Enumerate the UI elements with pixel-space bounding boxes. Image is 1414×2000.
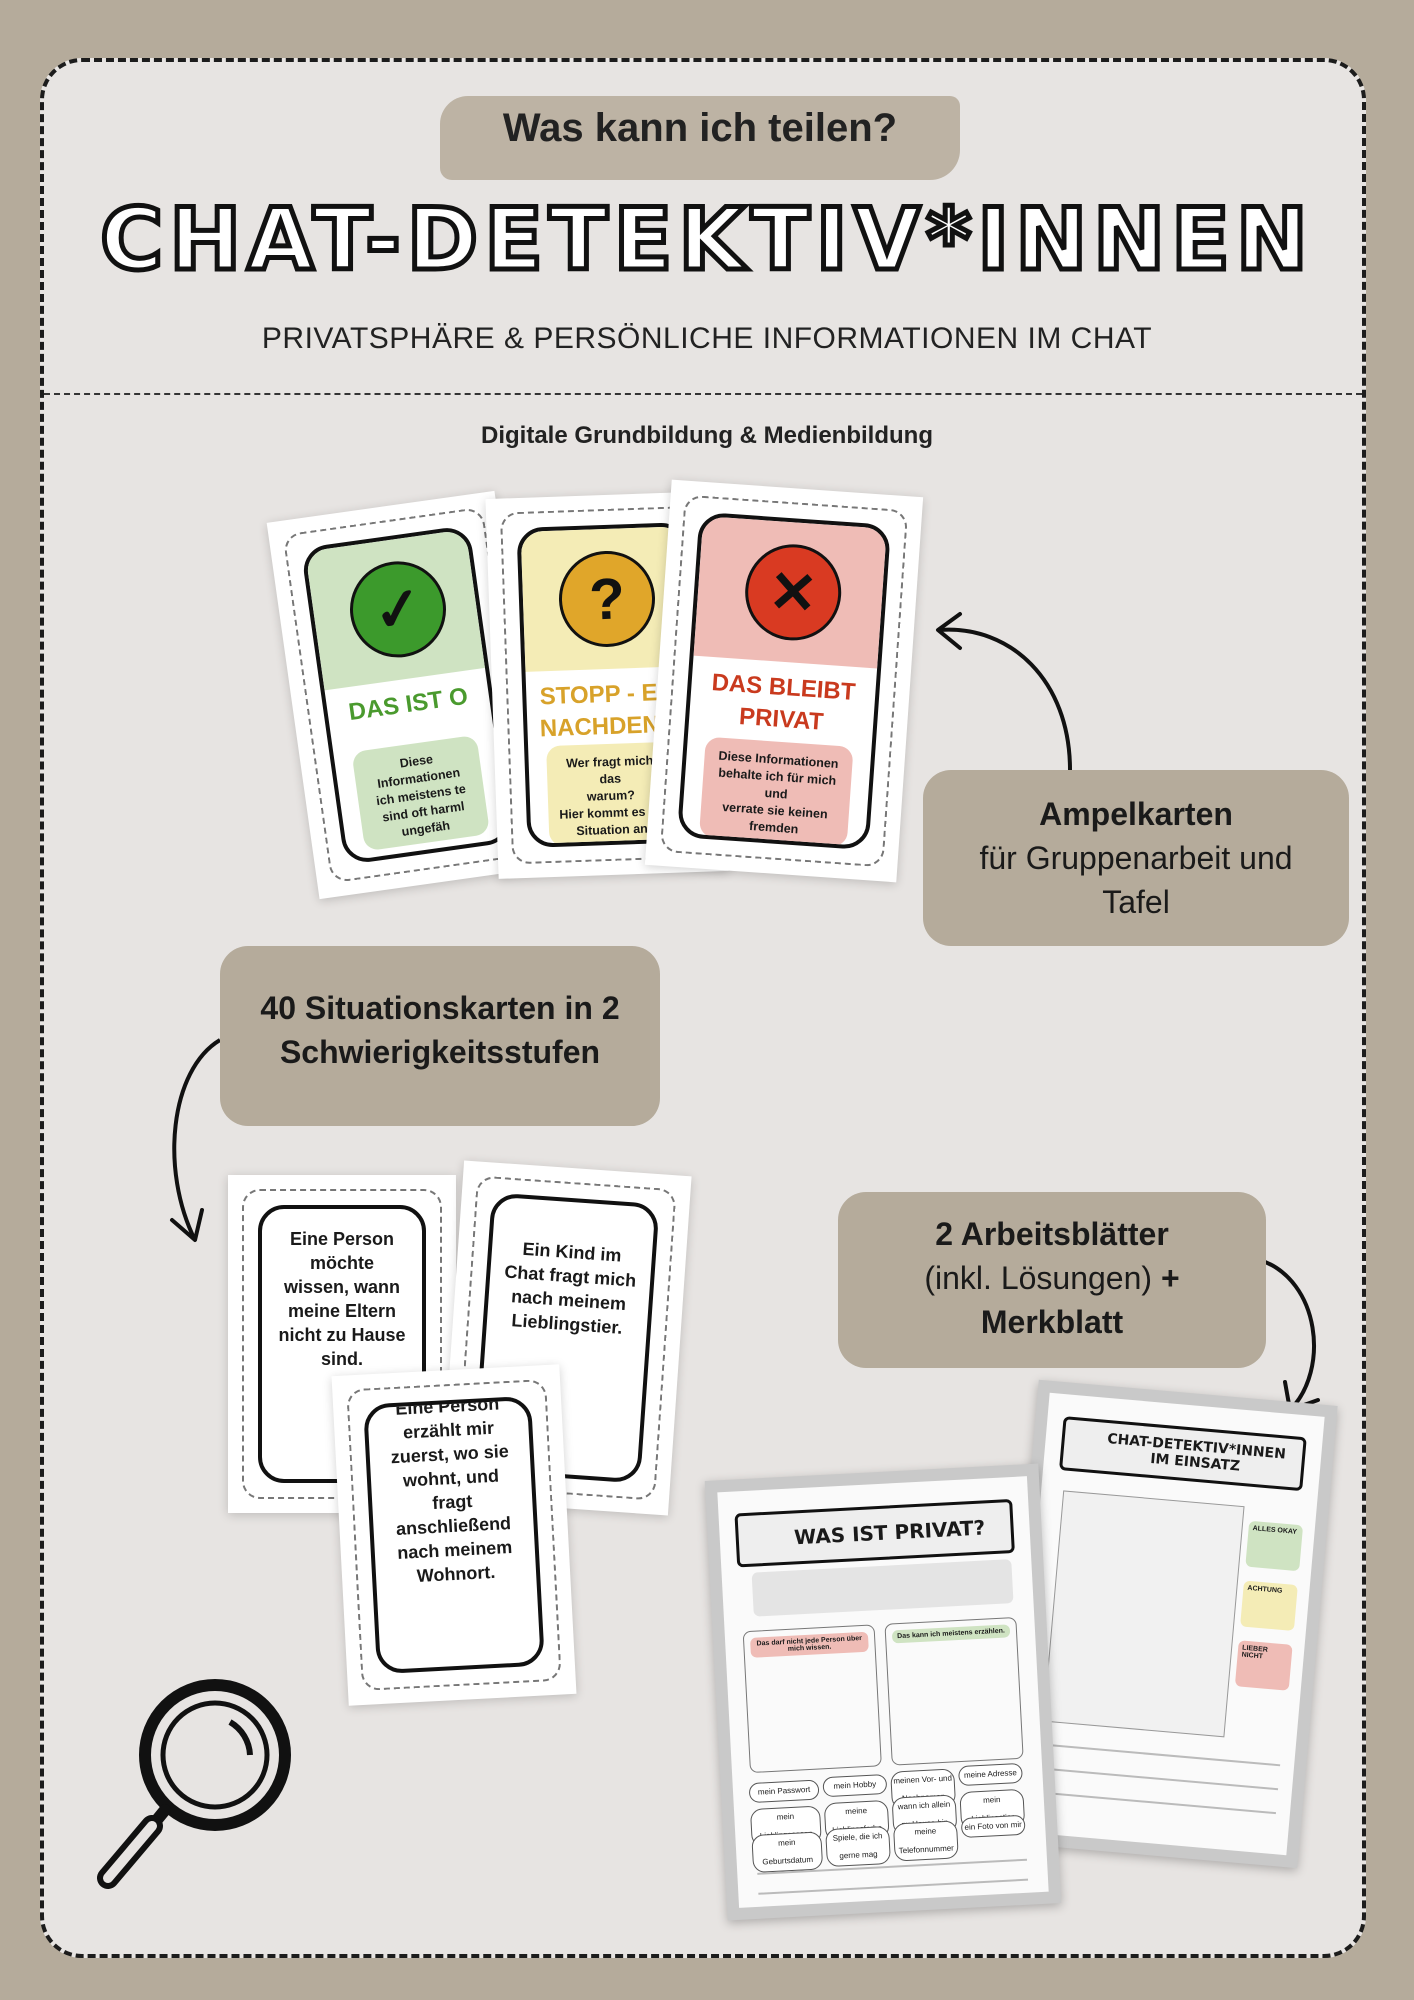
chip: mein Passwort — [748, 1779, 820, 1804]
ampel-label-red: DAS BLEIBT PRIVAT — [710, 668, 857, 736]
ampel-card-red: ✕ DAS BLEIBT PRIVAT Diese Informationen … — [644, 479, 924, 883]
worksheet-2-label-ok: ALLES OKAY — [1245, 1520, 1304, 1572]
callout-arbeit-bold1: 2 Arbeitsblätter — [935, 1216, 1169, 1252]
header-divider — [44, 393, 1362, 395]
ampel-text-green: Diese Informationen ich meistens te sind… — [351, 734, 491, 852]
worksheet-1-title: WAS IST PRIVAT? — [734, 1498, 1015, 1568]
chip: mein Hobby — [822, 1773, 888, 1798]
callout-arbeitsblaetter: 2 Arbeitsblätter (inkl. Lösungen) + Merk… — [838, 1192, 1266, 1368]
chip: Spiele, die ich gerne mag — [825, 1825, 892, 1868]
chip: mein Geburtsdatum — [751, 1831, 824, 1874]
callout-ampel-normal: für Gruppenarbeit und Tafel — [979, 840, 1293, 920]
magnifier-icon — [97, 1679, 291, 1889]
callout-arbeit-plus: + — [1160, 1260, 1180, 1296]
tagline: Digitale Grundbildung & Medienbildung — [481, 422, 933, 449]
page-subtitle: PRIVATSPHÄRE & PERSÖNLICHE INFORMATIONEN… — [261, 322, 1153, 355]
callout-arbeit-bold2: Merkblatt — [980, 1304, 1124, 1340]
worksheet-1-col-right: Das kann ich meistens erzählen. — [891, 1624, 1011, 1644]
callout-situationskarten: 40 Situationskarten in 2 Schwierigkeitss… — [220, 946, 660, 1126]
situation-card-3: Eine Person erzählt mir zuerst, wo sie w… — [331, 1364, 577, 1706]
page-title: CHAT-DETEKTIV*INNEN — [98, 188, 1314, 293]
header-pill — [440, 96, 960, 180]
arrow-to-situation — [170, 1038, 222, 1242]
worksheet-2-label-achtung: ACHTUNG — [1240, 1580, 1298, 1631]
chip: meine Telefonnummer — [892, 1820, 959, 1862]
callout-ampel-bold: Ampelkarten — [1039, 796, 1233, 832]
chip: meine Adresse — [957, 1762, 1023, 1787]
callout-ampelkarten: Ampelkarten für Gruppenarbeit und Tafel — [923, 770, 1349, 946]
situation-card-3-text: Eine Person erzählt mir zuerst, wo sie w… — [390, 1395, 513, 1586]
worksheet-2-label-nicht: LIEBER NICHT — [1234, 1640, 1293, 1691]
ampel-text-red: Diese Informationen behalte ich für mich… — [698, 736, 854, 850]
worksheet-was-ist-privat: WAS IST PRIVAT? Das darf nicht jede Pers… — [704, 1463, 1062, 1921]
arrow-to-ampel — [936, 612, 1072, 771]
situation-card-2-text: Ein Kind im Chat fragt mich nach meinem … — [503, 1238, 637, 1338]
situation-card-1-text: Eine Person möchte wissen, wann meine El… — [278, 1229, 406, 1369]
chip: ein Foto von mir — [960, 1814, 1026, 1839]
callout-situation-bold: 40 Situationskarten in 2 Schwierigkeitss… — [260, 990, 620, 1070]
header-pill-text: Was kann ich teilen? — [502, 106, 898, 150]
worksheet-1-col-left: Das darf nicht jede Person über mich wis… — [749, 1631, 869, 1658]
worksheet-2-title: CHAT-DETEKTIV*INNEN IM EINSATZ — [1059, 1416, 1307, 1492]
callout-arbeit-normal: (inkl. Lösungen) — [924, 1260, 1153, 1296]
